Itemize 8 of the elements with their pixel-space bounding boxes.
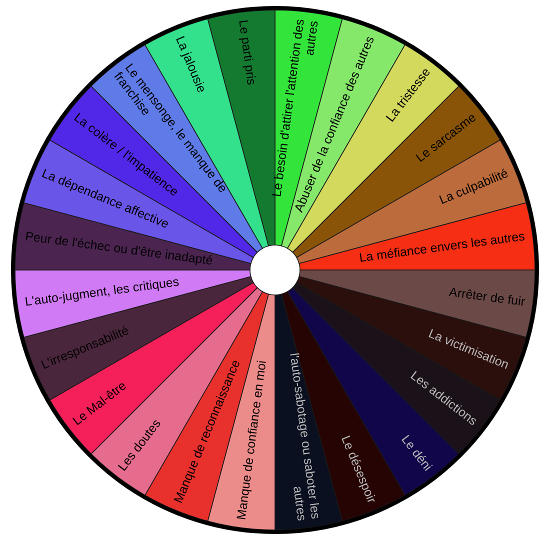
segment-label: Peur de l'échec ou d'être inadapté <box>24 230 214 270</box>
segment-label: l'auto-sabotage ou saboter les autres <box>286 351 322 522</box>
wheel-segment <box>274 294 343 530</box>
segment-label: Le parti pris <box>235 19 260 88</box>
segment-label: L'auto-jugment, les critiques <box>24 274 181 310</box>
segment-label: La méfiance envers les autres <box>357 230 526 267</box>
segment-label: Le déni <box>398 432 434 474</box>
segment-label: Arrêter de fuir <box>447 284 526 310</box>
